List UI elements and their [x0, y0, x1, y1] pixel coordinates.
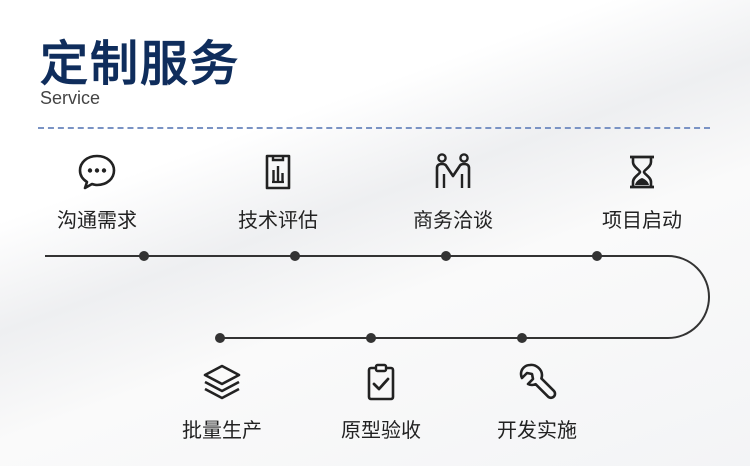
step-acceptance: 原型验收 [311, 362, 451, 443]
step-develop: 开发实施 [467, 362, 607, 443]
wrench-icon [519, 363, 557, 400]
step-label: 项目启动 [602, 208, 682, 232]
step-label: 技术评估 [238, 208, 318, 232]
timeline-path [45, 255, 710, 339]
step-communicate: 沟通需求 [27, 152, 167, 233]
page-title: 定制服务 [40, 36, 241, 92]
step-mass-production: 批量生产 [152, 362, 292, 443]
page-subtitle: Service [40, 88, 101, 108]
step-label: 沟通需求 [57, 208, 137, 232]
step-label: 原型验收 [341, 418, 421, 442]
handshake-people-icon [435, 153, 471, 188]
step-evaluate: 技术评估 [208, 152, 348, 233]
timeline-dot [215, 333, 225, 343]
step-label: 批量生产 [182, 418, 262, 442]
layers-icon [203, 364, 241, 400]
timeline-dot [290, 251, 300, 261]
hourglass-icon [630, 155, 654, 189]
bar-chart-document-icon [265, 154, 291, 190]
timeline-dot [592, 251, 602, 261]
step-kickoff: 项目启动 [572, 152, 712, 233]
step-label: 开发实施 [497, 418, 577, 442]
step-label: 商务洽谈 [413, 208, 493, 232]
dashed-divider [38, 127, 710, 129]
timeline-dot [366, 333, 376, 343]
timeline-dot [441, 251, 451, 261]
chat-bubble-icon [78, 154, 116, 190]
clipboard-check-icon [367, 363, 395, 401]
step-negotiate: 商务洽谈 [383, 152, 523, 233]
timeline-dot [139, 251, 149, 261]
timeline-dot [517, 333, 527, 343]
